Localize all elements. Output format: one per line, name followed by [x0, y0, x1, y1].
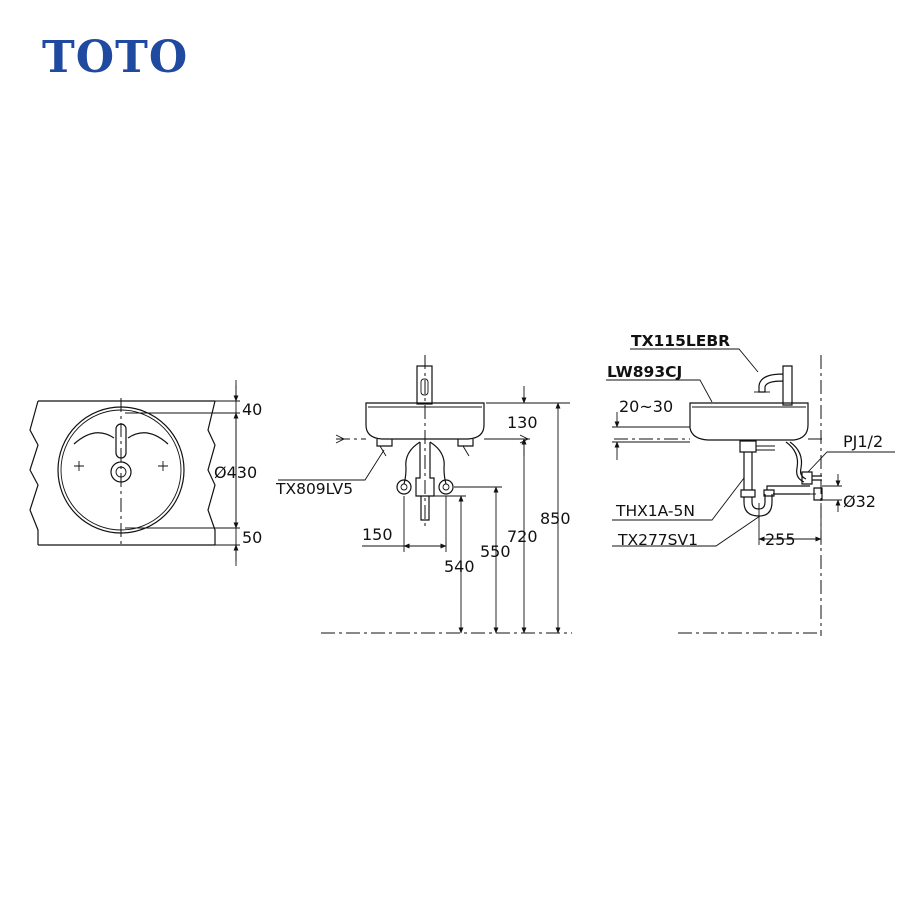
- label-drain-fitting: THX1A-5N: [615, 502, 695, 520]
- dim-rear: 40: [242, 400, 262, 419]
- leader-thx: [612, 477, 745, 521]
- leader-basin: [606, 379, 713, 403]
- faucet-side: [758, 365, 793, 406]
- label-drain-diameter: Ø32: [843, 492, 876, 511]
- dim-counter-thickness: 20~30: [619, 397, 673, 416]
- dim-front: 50: [242, 528, 262, 547]
- front-view: TX809LV5 150 130 850 720 550 540: [275, 355, 572, 634]
- stop-valve-side: [801, 471, 823, 501]
- stop-valve-right: [438, 479, 454, 495]
- drain-pipe-front: [415, 442, 435, 521]
- counter-outline: [29, 400, 216, 546]
- drain-fitting-side: [739, 440, 757, 498]
- dim-drain-height: 540: [444, 557, 475, 576]
- dim-supply-spacing: 150: [362, 525, 393, 544]
- mount-cross-left: [74, 461, 84, 471]
- dim-total-height: 850: [540, 509, 571, 528]
- faucet-lever: [420, 378, 429, 396]
- dim-trap-offset: 255: [765, 530, 796, 549]
- side-view: 20~30 TX115LEBR LW893CJ PJ1/2 Ø32 THX1A-…: [606, 332, 895, 636]
- basin-side: [689, 402, 809, 441]
- leader-faucet: [630, 348, 759, 373]
- label-supply-thread: PJ1/2: [843, 432, 883, 451]
- label-supply: TX809LV5: [275, 480, 353, 498]
- label-faucet: TX115LEBR: [631, 332, 730, 350]
- brand-logo: TOTO: [42, 32, 189, 83]
- top-view: 40 Ø430 50: [29, 380, 262, 566]
- leader-tx277: [612, 515, 761, 547]
- mount-cross-right: [158, 461, 168, 471]
- dim-bowl-height: 130: [507, 413, 538, 432]
- supply-hose-side: [785, 441, 805, 483]
- basin-body: [365, 402, 485, 440]
- dim-diameter: Ø430: [214, 463, 257, 482]
- faucet-wings: [73, 432, 169, 445]
- leader-tx809: [278, 449, 385, 481]
- stop-valve-left: [396, 479, 412, 495]
- leader-pj: [807, 451, 895, 473]
- label-basin: LW893CJ: [607, 363, 682, 381]
- brackets: [376, 439, 474, 447]
- label-trap: TX277SV1: [617, 531, 698, 549]
- dim-supply-height: 550: [480, 542, 511, 561]
- dim-rim-to-floor: 720: [507, 527, 538, 546]
